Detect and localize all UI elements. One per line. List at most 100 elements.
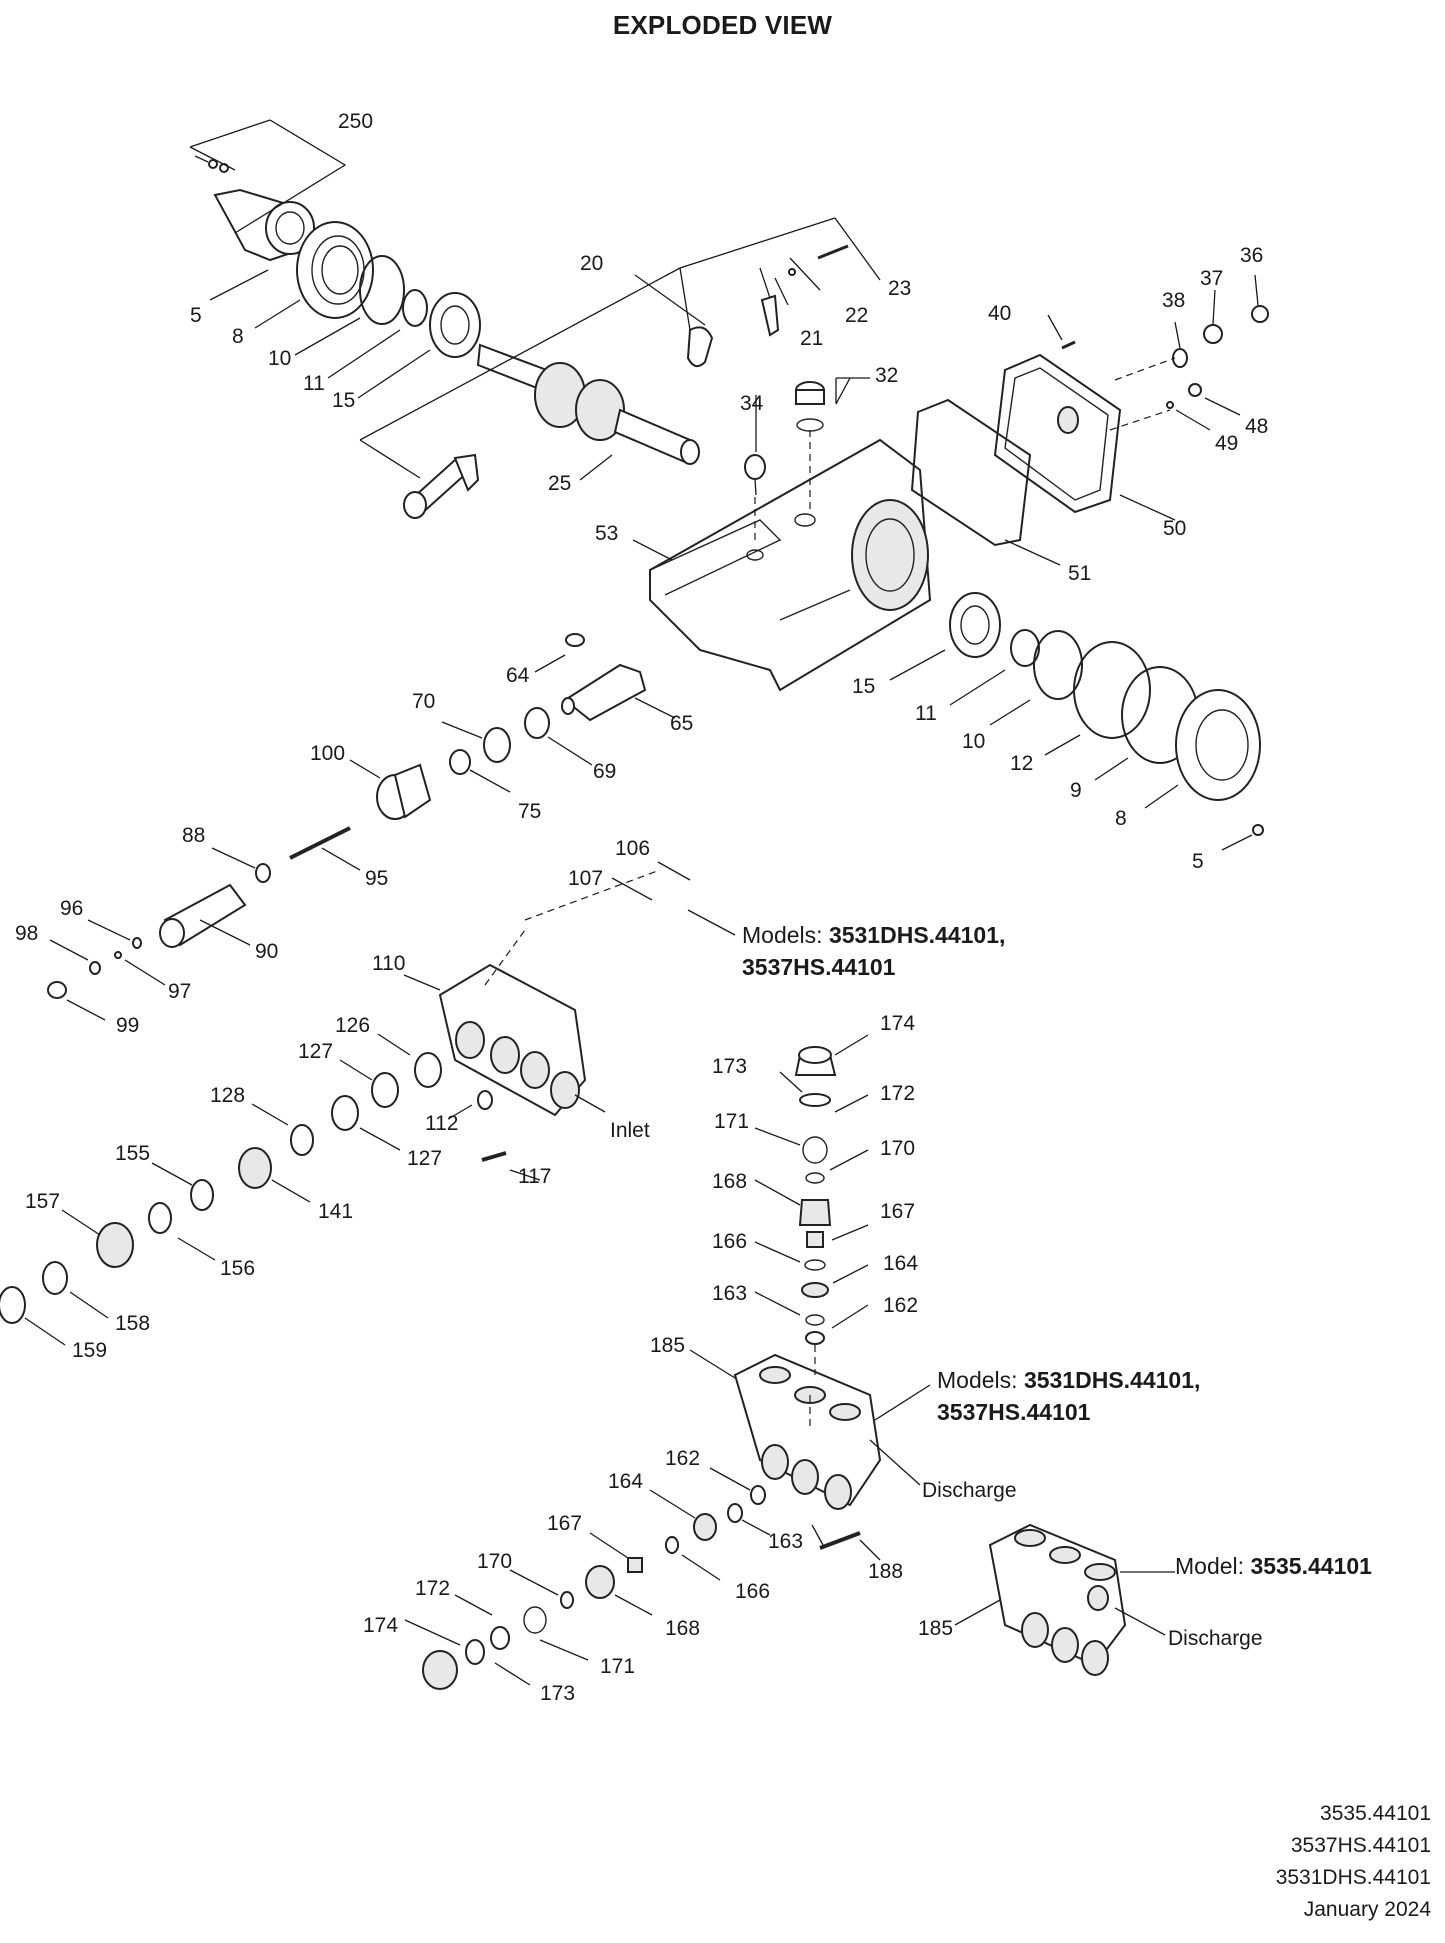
part-label: 156 <box>220 1257 255 1280</box>
part-labels: 250 5 8 10 11 15 20 23 22 21 36 38 37 40… <box>15 110 1268 1705</box>
seal-11-right-shape <box>1010 629 1040 667</box>
oring-10-right-shape <box>1033 630 1083 700</box>
part-label: 21 <box>800 327 823 350</box>
part-label: 159 <box>72 1339 107 1362</box>
part-label: 53 <box>595 522 618 545</box>
part-label: 188 <box>868 1560 903 1583</box>
part-label: 10 <box>268 347 291 370</box>
flange-8-right-shape <box>1175 689 1261 801</box>
part-shapes <box>0 155 1269 1690</box>
inlet-models-note-line2: 3537HS.44101 <box>742 954 896 980</box>
part-label: 5 <box>190 304 202 327</box>
part-label: 157 <box>25 1190 60 1213</box>
seal-127-b-shape <box>331 1095 359 1131</box>
part-label: 11 <box>915 702 937 725</box>
discharge-models-note-line2: 3537HS.44101 <box>937 1399 1091 1425</box>
plunger-90-shape <box>159 883 247 948</box>
oring-69-shape <box>524 707 550 739</box>
part-label: 117 <box>518 1165 551 1188</box>
part-label: 96 <box>60 897 83 920</box>
part-label: 168 <box>712 1170 747 1193</box>
part-label: 15 <box>852 675 875 698</box>
plug-157-shape <box>96 1222 134 1268</box>
discharge-label-alt: Discharge <box>1168 1627 1263 1650</box>
part-label: 174 <box>363 1614 398 1637</box>
part-label: 11 <box>303 372 325 395</box>
plunger-rod-shape <box>561 633 647 722</box>
part-label: 8 <box>1115 807 1127 830</box>
crankcase-shape <box>649 438 932 692</box>
part-label: 162 <box>665 1447 700 1470</box>
footer-date: January 2024 <box>1303 1898 1431 1921</box>
part-label: 163 <box>712 1282 747 1305</box>
inlet-models-note-line1: Models: 3531DHS.44101, <box>742 922 1005 948</box>
bearing-15-right-shape <box>949 592 1001 658</box>
part-label: 163 <box>768 1530 803 1553</box>
part-label: 168 <box>665 1617 700 1640</box>
part-label: 126 <box>335 1014 370 1037</box>
valve-stack-top-shape <box>794 1046 837 1345</box>
part-label: 171 <box>714 1110 749 1133</box>
inlet-label: Inlet <box>610 1119 650 1142</box>
part-label: 155 <box>115 1142 150 1165</box>
part-label: 185 <box>918 1617 953 1640</box>
part-label: 98 <box>15 922 38 945</box>
seal-70-shape <box>483 727 511 763</box>
part-label: 5 <box>1192 850 1204 873</box>
part-label: 106 <box>615 837 650 860</box>
part-label: 65 <box>670 712 693 735</box>
part-label: 141 <box>318 1200 353 1223</box>
part-label: 170 <box>477 1550 512 1573</box>
part-label: 90 <box>255 940 278 963</box>
part-label: 162 <box>883 1294 918 1317</box>
part-label: 51 <box>1068 562 1091 585</box>
part-label: 166 <box>712 1230 747 1253</box>
part-label: 20 <box>580 252 603 275</box>
sleeve-100-shape <box>376 763 432 820</box>
eye-bolt-shape <box>744 454 766 496</box>
part-label: 167 <box>880 1200 915 1223</box>
part-label: 127 <box>407 1147 442 1170</box>
part-label: 22 <box>845 304 868 327</box>
part-label: 23 <box>888 277 911 300</box>
part-label: 166 <box>735 1580 770 1603</box>
oring-10-top-shape <box>359 255 405 325</box>
part-label: 172 <box>880 1082 915 1105</box>
part-label: 164 <box>608 1470 643 1493</box>
part-label: 172 <box>415 1577 450 1600</box>
part-label: 110 <box>372 952 405 975</box>
part-label: 250 <box>338 110 373 133</box>
part-label: 40 <box>988 302 1011 325</box>
ring-128-shape <box>290 1124 314 1156</box>
part-label: 70 <box>412 690 435 713</box>
part-label: 9 <box>1070 779 1082 802</box>
part-label: 158 <box>115 1312 150 1335</box>
washer-88-shape <box>255 863 271 883</box>
part-label: 64 <box>506 664 530 687</box>
part-label: 15 <box>332 389 355 412</box>
discharge-models-note-line1: Models: 3531DHS.44101, <box>937 1367 1200 1393</box>
gasket-12-shape <box>1073 641 1151 739</box>
part-label: 36 <box>1240 244 1263 267</box>
part-label: 88 <box>182 824 205 847</box>
model-notes: Models: 3531DHS.44101, 3537HS.44101 Mode… <box>742 922 1372 1579</box>
inlet-manifold-shape <box>438 963 587 1117</box>
part-label: 107 <box>568 867 603 890</box>
bearing-cover-shape <box>194 155 315 262</box>
page-title: EXPLODED VIEW <box>612 10 833 40</box>
part-label: 167 <box>547 1512 582 1535</box>
connecting-rod-shape <box>403 294 780 519</box>
part-label: 170 <box>880 1137 915 1160</box>
discharge-label: Discharge <box>922 1479 1017 1502</box>
part-label: 50 <box>1163 517 1186 540</box>
plug-48-shape <box>1188 383 1202 397</box>
washer-75-shape <box>449 749 471 775</box>
part-label: 97 <box>168 980 191 1003</box>
seal-126-shape <box>414 1052 442 1088</box>
part-label: 34 <box>740 392 764 415</box>
oring-49-shape <box>1166 401 1174 409</box>
part-label: 25 <box>548 472 571 495</box>
leader-lines <box>24 119 1259 1686</box>
part-label: 173 <box>712 1055 747 1078</box>
